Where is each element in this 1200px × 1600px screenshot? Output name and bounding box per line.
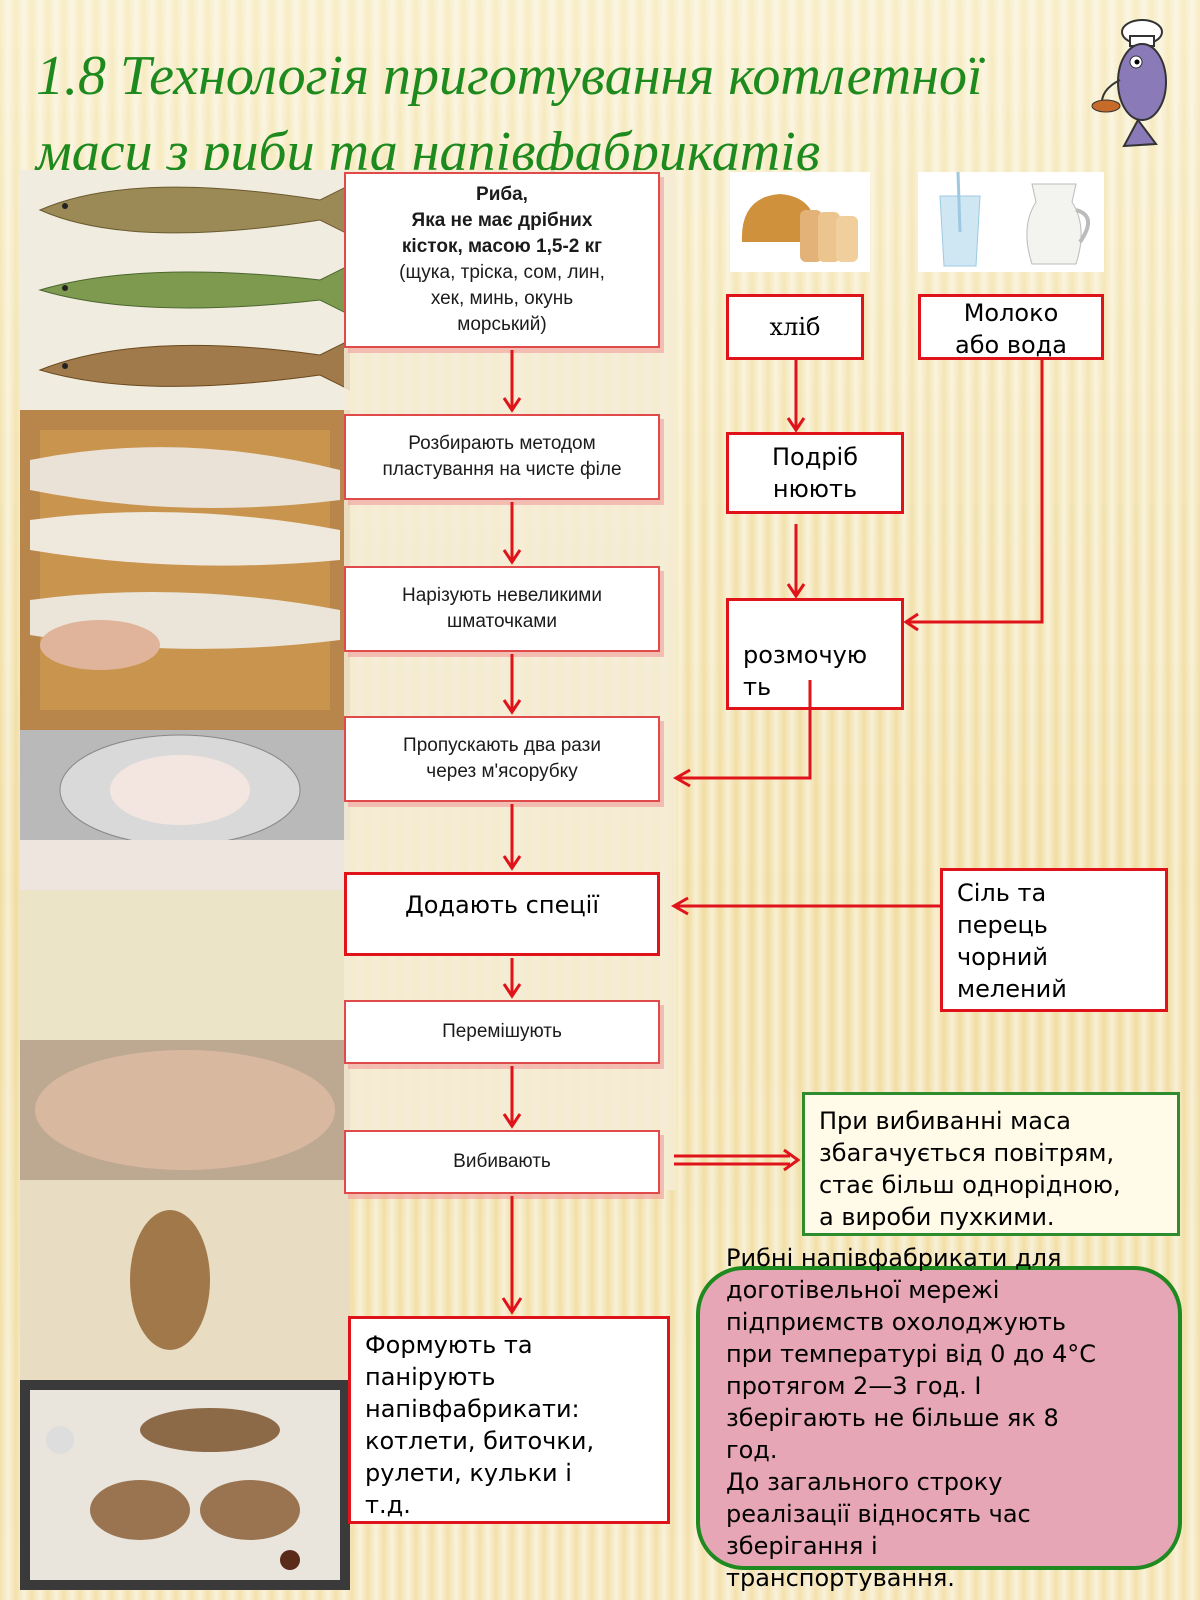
soak-box: розмочую ть (726, 598, 904, 710)
slide-title: 1.8 Технологія приготування котлетної ма… (36, 38, 1096, 190)
chop-box: Подріб нюють (726, 432, 904, 514)
flow-step-fillet: Розбирають методом пластування на чисте … (344, 414, 660, 500)
fish-requirements: Риба, Яка не має дрібних кісток, масою 1… (401, 184, 603, 257)
title-line-1: 1.8 Технологія приготування котлетної (36, 45, 983, 107)
fish-species: (щука, тріска, сом, лин, хек, минь, окун… (399, 262, 605, 335)
flow-step-form: Формують та панірують напівфабрикати: ко… (348, 1316, 670, 1524)
water-glass-icon (918, 172, 1002, 272)
fish-icon (20, 170, 350, 410)
bread-icon (730, 172, 870, 272)
chef-fish-icon (1091, 19, 1167, 148)
flow-step-cut: Нарізують невеликими шматочками (344, 566, 660, 652)
flow-step-spices: Додають спеції (344, 872, 660, 956)
cutlet-icon (20, 1180, 350, 1590)
milk-jug-icon (1002, 172, 1104, 272)
milk-water-box: Молоко або вода (918, 294, 1104, 360)
beating-note: При вибиванні маса збагачується повітрям… (802, 1092, 1180, 1236)
flow-step-grind: Пропускають два рази через м'ясорубку (344, 716, 660, 802)
flow-step-beat: Вибивають (344, 1130, 660, 1194)
photo-column (20, 170, 350, 1590)
storage-note-text: Рибні напівфабрикати для доготівельної м… (726, 1244, 1096, 1592)
storage-note-bubble (696, 1266, 1182, 1570)
flow-step-fish: Риба, Яка не має дрібних кісток, масою 1… (344, 172, 660, 348)
flow-step-mix: Перемішують (344, 1000, 660, 1064)
minced-fish-icon (20, 890, 350, 1180)
bread-box: хліб (726, 294, 864, 360)
salt-pepper-box: Сіль та перець чорний мелений (940, 868, 1168, 1012)
fillet-icon (20, 410, 350, 730)
mincer-icon (20, 730, 350, 890)
